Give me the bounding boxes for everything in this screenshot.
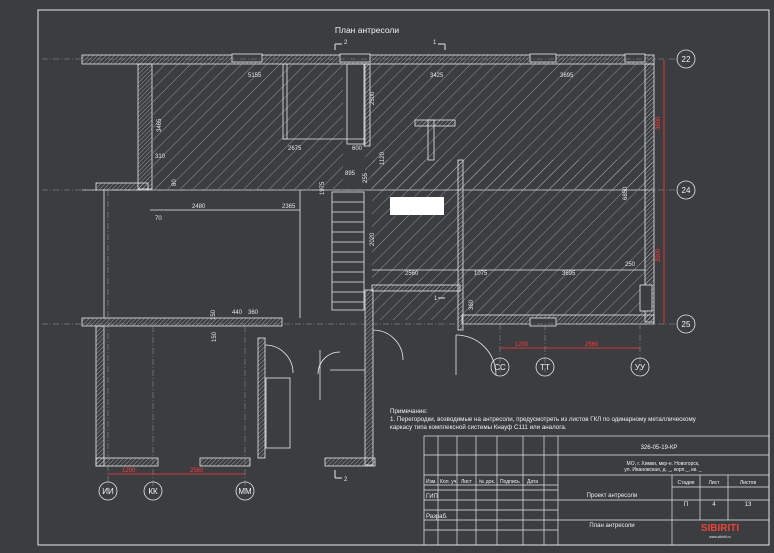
title-block <box>423 435 770 546</box>
dim-5155: 5155 <box>248 73 262 79</box>
section-mark-bottom: 2 <box>344 477 348 483</box>
note-line-1: 1. Перегородки, возводимые на антресоли,… <box>390 416 697 423</box>
sheets-value: 13 <box>745 502 752 508</box>
dim-360b: 360 <box>248 310 259 316</box>
red-dim-3900a: 3900 <box>656 116 662 130</box>
dim-1975: 1975 <box>320 181 326 195</box>
col-header-doc: № док. <box>479 479 495 485</box>
col-header-list: Лист <box>461 479 473 485</box>
dim-2500: 2500 <box>370 91 376 105</box>
role-razrab: Разраб. <box>426 514 448 520</box>
red-dim-1200: 1200 <box>515 342 529 348</box>
dim-2560: 2560 <box>405 271 419 277</box>
section-mark-top-right: 1 <box>433 40 437 46</box>
note-block: Примечание: 1. Перегородки, возводимые н… <box>390 408 697 431</box>
axis-label-row-22: 22 <box>682 55 691 64</box>
col-header-izm: Изм. <box>426 479 437 485</box>
dim-70: 70 <box>155 216 162 222</box>
dim-1075: 1075 <box>474 271 488 277</box>
axis-label-row-25: 25 <box>682 320 691 329</box>
doc-code: 326-05-19-КР <box>641 445 678 451</box>
sheet-name: План антресоли <box>589 523 634 529</box>
grid-axes <box>42 58 680 490</box>
plan-title: План антресоли <box>335 25 399 35</box>
project-name: Проект антресоли <box>587 493 638 499</box>
red-dim-2560b: 2560 <box>190 468 204 474</box>
red-dim-1200b: 1200 <box>122 468 136 474</box>
dim-80: 80 <box>172 179 178 186</box>
section-mark-top-left: 2 <box>344 40 348 46</box>
dim-6850: 6850 <box>623 186 629 200</box>
stage-value: П <box>684 502 688 508</box>
red-dimension-texts: 3900 3900 1200 2560 1200 2560 <box>122 116 662 474</box>
sheet-label: Лист <box>709 480 721 486</box>
address-line-1: МО, г. Химки, мкр-н. Новогорск, <box>627 461 700 467</box>
staircase <box>331 191 365 311</box>
col-header-kol: Кол. уч. <box>440 479 458 485</box>
dim-150a: 150 <box>211 309 217 320</box>
col-header-date: Дата <box>527 479 538 485</box>
dim-3465: 3465 <box>157 118 163 132</box>
company-url: www.sibiriti.ru <box>709 535 730 539</box>
section-marks <box>334 43 446 479</box>
dim-2480: 2480 <box>192 204 206 210</box>
dim-895: 895 <box>345 171 356 177</box>
hatched-areas <box>153 64 653 320</box>
dim-255: 255 <box>363 172 369 183</box>
col-header-sign: Подпись <box>500 479 520 485</box>
dim-2365: 2365 <box>282 204 296 210</box>
dim-3425: 3425 <box>430 73 444 79</box>
dim-600: 600 <box>352 146 363 152</box>
opening-block <box>390 197 444 215</box>
sheets-label: Листов <box>740 480 757 486</box>
section-mark-mid: 1 <box>434 296 438 302</box>
dim-3695-top: 3695 <box>560 73 574 79</box>
axis-label-col-cc: СС <box>494 363 506 372</box>
axis-label-col-kk: КК <box>148 487 158 496</box>
red-dim-2560: 2560 <box>585 342 599 348</box>
sheet-value: 4 <box>712 502 716 508</box>
dim-440: 440 <box>232 310 243 316</box>
dim-1120: 1120 <box>380 151 386 165</box>
sheet-frame <box>37 9 770 546</box>
dim-150b: 150 <box>212 331 218 342</box>
axis-bubbles <box>98 49 696 501</box>
red-dim-3900b: 3900 <box>656 248 662 262</box>
role-gip: ГИП <box>426 494 438 500</box>
dim-360: 360 <box>469 299 475 310</box>
note-line-2: каркасу типа комплексной системы Кнауф С… <box>390 424 567 431</box>
address-line-2: ул. Ивановская, д. _, корп._, кв. _ <box>624 467 702 473</box>
doors <box>264 329 497 376</box>
windows <box>231 53 653 327</box>
red-dimension-lines <box>108 60 665 475</box>
company-logo: SIBIRITI <box>701 523 740 534</box>
dim-2020: 2020 <box>370 232 376 246</box>
dim-310: 310 <box>155 154 166 160</box>
dim-2675: 2675 <box>288 146 302 152</box>
axis-label-row-24: 24 <box>682 186 691 195</box>
stage-label: Стадия <box>677 480 694 486</box>
dimension-texts: 5155 3425 3695 2500 3465 2675 600 310 80… <box>155 73 636 342</box>
axis-label-col-tt: ТТ <box>540 363 550 372</box>
axis-label-col-uu: УУ <box>635 363 646 372</box>
axis-label-col-ii: ИИ <box>102 487 114 496</box>
dim-250: 250 <box>625 262 636 268</box>
axis-label-col-mm: ММ <box>238 487 252 496</box>
dim-3695-mid: 3695 <box>562 271 576 277</box>
note-heading: Примечание: <box>390 408 428 415</box>
